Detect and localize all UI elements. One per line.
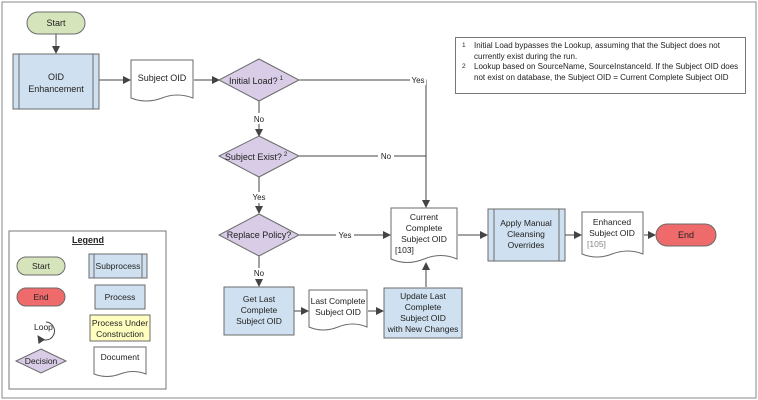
footnote-2-number: 2 [462, 63, 466, 70]
start-terminator [26, 11, 86, 35]
legend-subprocess-shape [88, 253, 148, 279]
edge-label-yes-replace: Yes [338, 231, 351, 240]
edge-label-no-initial: No [254, 115, 265, 124]
current-complete-label-1: Current [410, 212, 439, 222]
current-complete-label-3: Subject OID [401, 234, 447, 244]
footnote-1-number: 1 [462, 42, 466, 49]
legend-document-shape [93, 346, 147, 377]
footnotes-box: 1 Initial Load bypasses the Lookup, assu… [455, 37, 746, 94]
footnote-2: 2 Lookup based on SourceName, SourceInst… [462, 62, 740, 83]
edge-label-no-exist: No [381, 152, 392, 161]
legend-title: Legend [72, 235, 104, 245]
get-last-label-2: Complete [241, 305, 278, 315]
legend-construction-shape [89, 314, 151, 342]
footnote-1: 1 Initial Load bypasses the Lookup, assu… [462, 41, 740, 62]
get-last-label-1: Get Last [243, 294, 276, 304]
edge-label-no-replace: No [254, 269, 265, 278]
legend-start-label: Start [32, 261, 51, 271]
edge-label-yes-exist: Yes [252, 193, 265, 202]
footnote-2-text: Lookup based on SourceName, SourceInstan… [474, 62, 739, 82]
current-complete-document [390, 207, 458, 263]
legend-start-shape [16, 256, 66, 276]
apply-manual-subprocess [487, 208, 566, 262]
get-last-label-3: Subject OID [236, 316, 282, 326]
last-complete-label-1: Last Complete [311, 296, 366, 306]
current-complete-label-2: Complete [406, 223, 443, 233]
oid-enhancement-label-2: Enhancement [28, 84, 84, 94]
enhanced-subject-label-1: Enhanced [593, 217, 632, 227]
initial-load-decision [217, 58, 301, 102]
oid-enhancement-subprocess [12, 53, 100, 110]
enhanced-subject-ref: [105] [587, 239, 606, 249]
subject-oid-doc-label: Subject OID [138, 73, 187, 83]
legend-construction-label-2: Construction [96, 329, 144, 339]
legend-process-shape [94, 284, 146, 310]
current-complete-ref: [103] [395, 245, 414, 255]
update-last-process [383, 287, 463, 339]
enhanced-subject-label-2: Subject OID [589, 228, 635, 238]
apply-manual-label-2: Cleansing [507, 229, 545, 239]
oid-enhancement-label-1: OID [48, 72, 65, 82]
end-label: End [678, 230, 694, 240]
subject-exist-label: Subject Exist?2 [225, 152, 288, 162]
subject-exist-decision [217, 135, 301, 178]
update-last-label-3: Subject OID [400, 313, 446, 323]
replace-policy-decision [217, 213, 301, 257]
legend-document-label: Document [101, 352, 140, 362]
legend-construction-label-1: Process Under [92, 318, 148, 328]
legend-decision-shape [14, 348, 68, 374]
last-complete-label-2: Subject OID [315, 307, 361, 317]
footnote-1-text: Initial Load bypasses the Lookup, assumi… [474, 41, 720, 61]
legend-end-label: End [33, 292, 48, 302]
get-last-process [223, 286, 295, 336]
update-last-label-2: Complete [405, 302, 442, 312]
start-label: Start [46, 18, 66, 28]
update-last-label-1: Update Last [400, 291, 446, 301]
apply-manual-label-1: Apply Manual [500, 218, 552, 228]
legend-process-label: Process [105, 292, 136, 302]
subject-oid-document [130, 59, 194, 102]
last-complete-document [308, 289, 368, 331]
enhanced-subject-document [581, 211, 644, 258]
legend-end-shape [16, 287, 66, 307]
legend-decision-label: Decision [25, 356, 58, 366]
edge-label-yes-initial: Yes [411, 76, 424, 85]
end-terminator [655, 223, 717, 247]
update-last-label-4: with New Changes [387, 324, 459, 334]
apply-manual-label-3: Overrides [508, 240, 545, 250]
legend-loop-icon [37, 321, 55, 345]
legend-loop-label: Loop [34, 322, 53, 332]
replace-policy-label: Replace Policy? [227, 230, 292, 240]
initial-load-label: Initial Load?1 [229, 76, 284, 86]
legend-subprocess-label: Subprocess [96, 261, 141, 271]
